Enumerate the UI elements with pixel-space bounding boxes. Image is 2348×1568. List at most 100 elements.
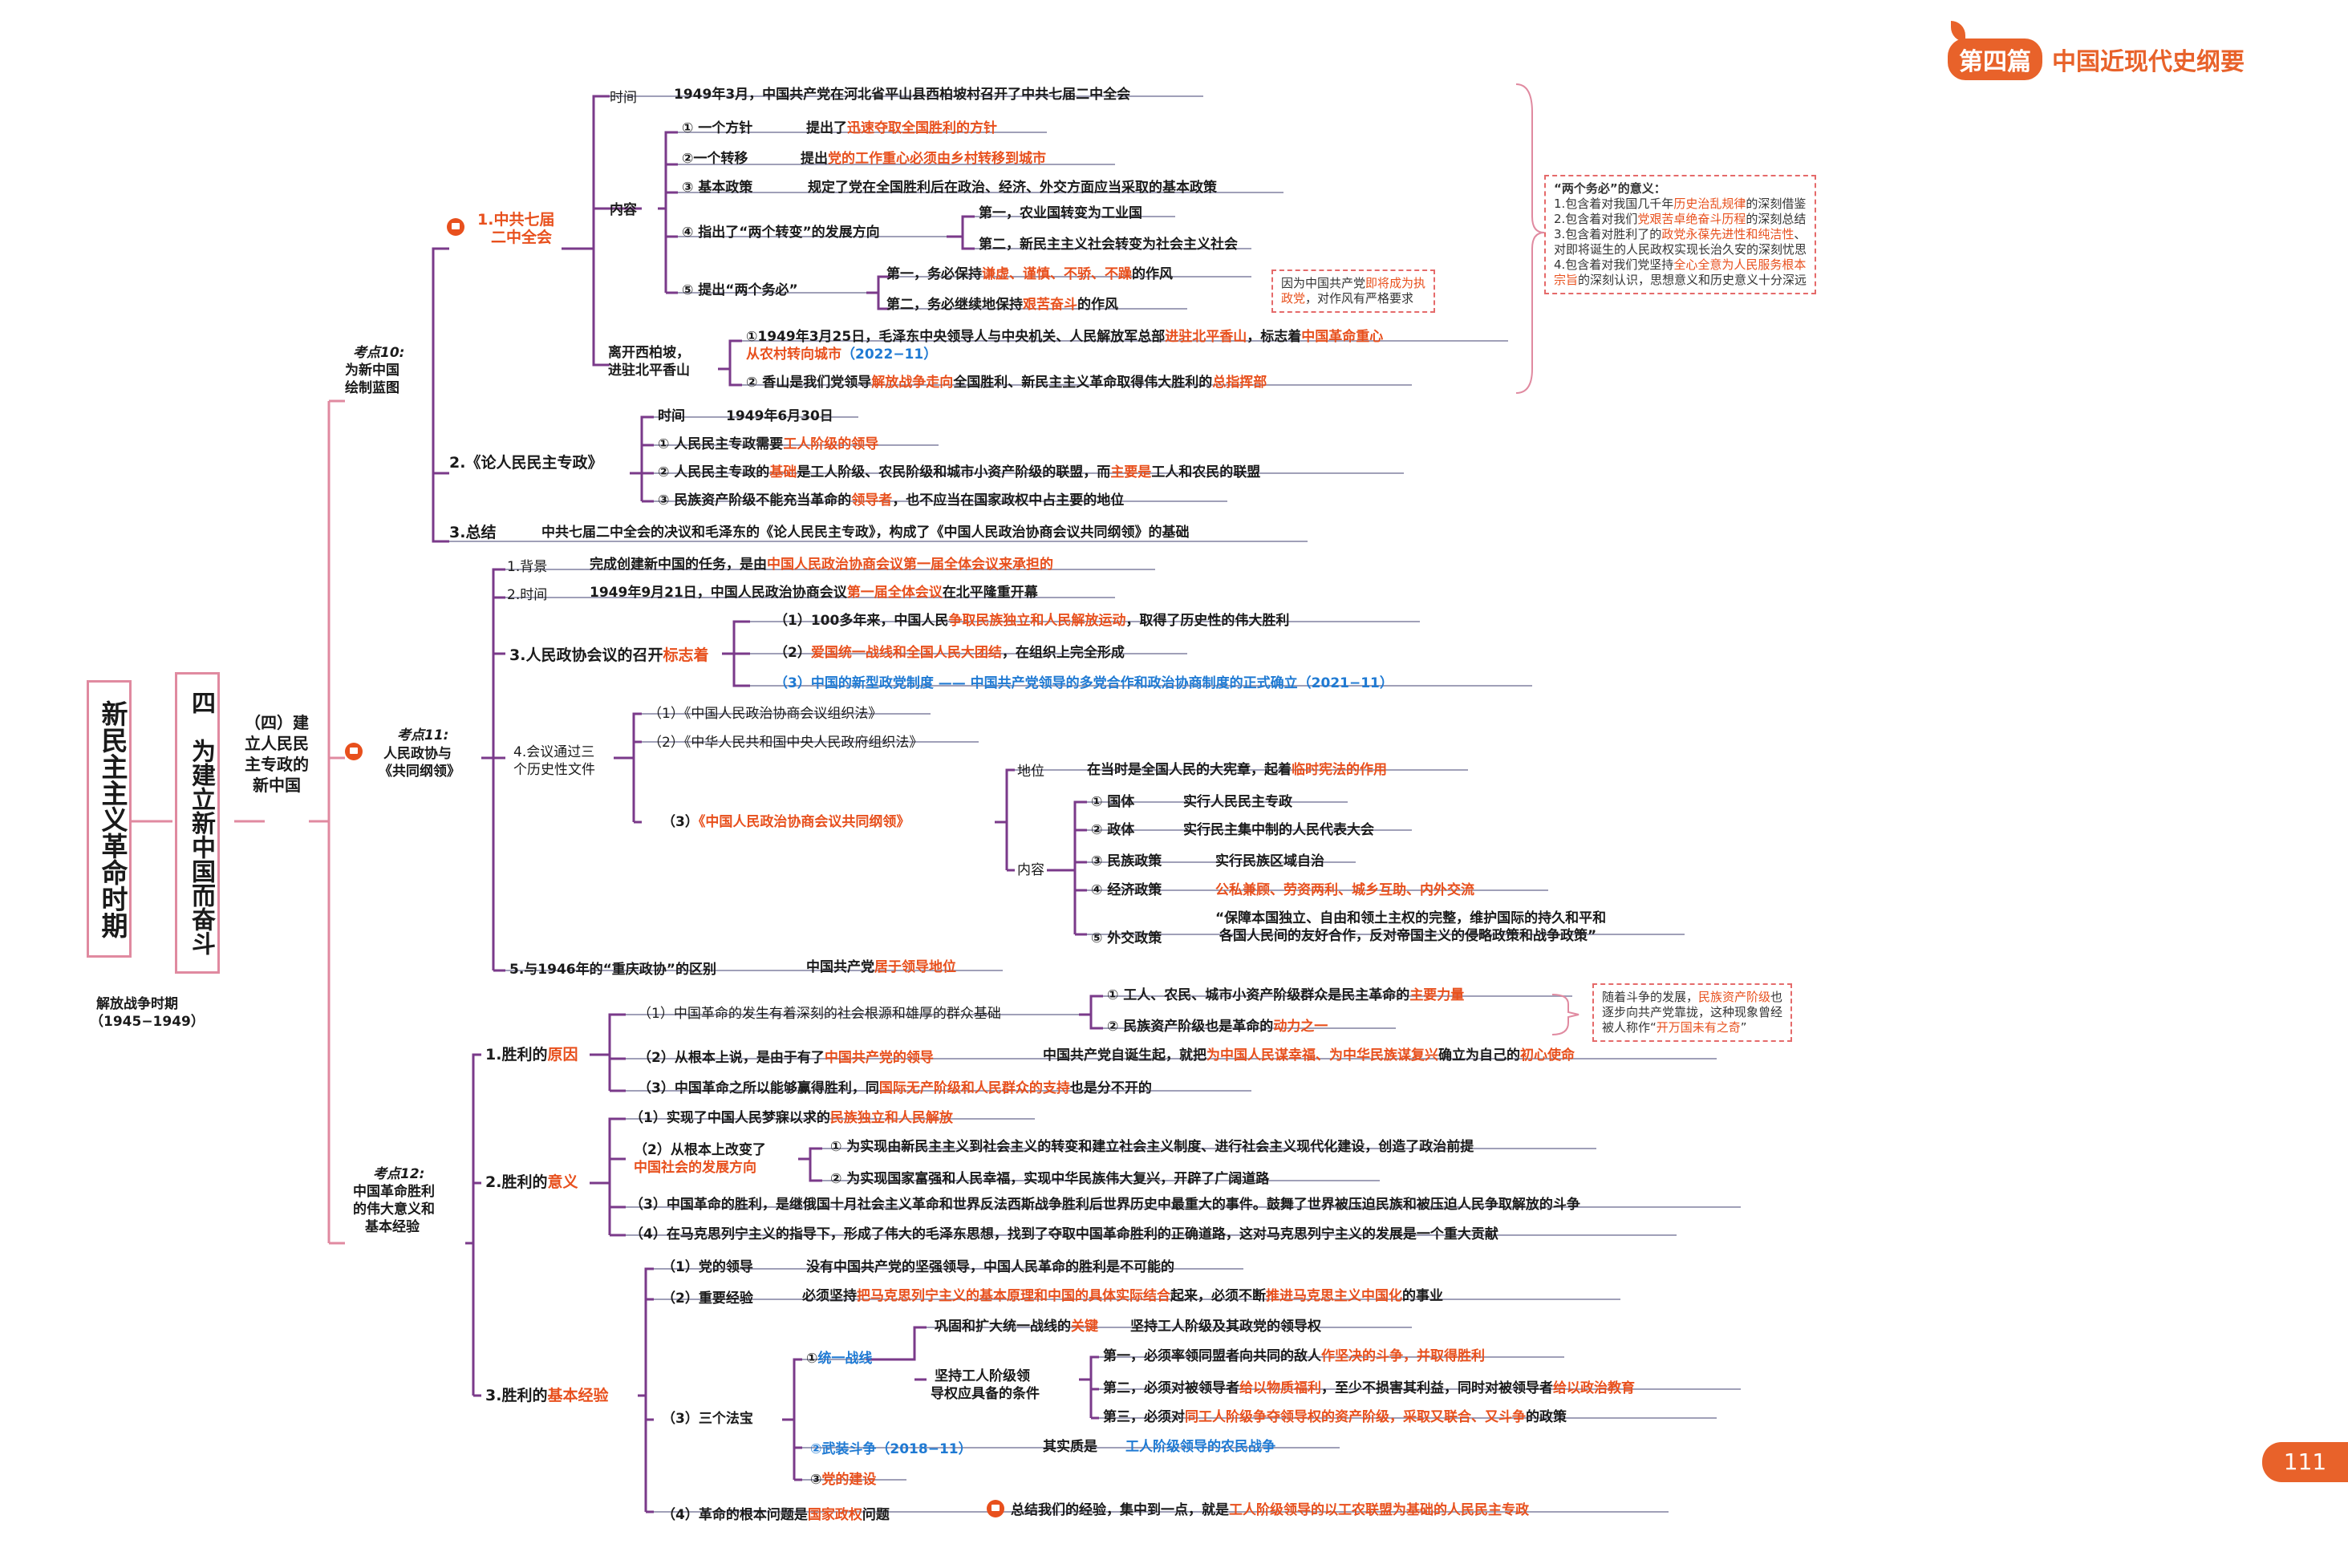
kd11-c2-text: 实行民主集中制的人民代表大会	[1183, 822, 1374, 838]
s1-content-label: 内容	[610, 202, 637, 218]
kd11-c1-label: ① 国体	[1091, 794, 1135, 810]
kd11-c3-text: 实行民族区域自治	[1215, 853, 1324, 869]
leave-label1: 离开西柏坡，	[608, 345, 690, 361]
kd11-s3-b: （2）爱国统一战线和全国人民大团结，在组织上完全形成	[774, 645, 1125, 661]
leave-1: ①1949年3月25日，毛泽东中央领导人与中央机关、人民解放军总部进驻北平香山，…	[746, 329, 1384, 345]
kd11-c3-label: ③ 民族政策	[1091, 853, 1162, 869]
book-title: 中国近现代史纲要	[2052, 48, 2245, 76]
kd11-title2: 《共同纲领》	[379, 764, 460, 780]
kd11-content-label: 内容	[1017, 862, 1044, 878]
section-title: （四）建立人民民主专政的新中国	[245, 713, 309, 795]
p3-text: 规定了党在全国胜利后在政治、经济、外交方面应当采取的基本政策	[808, 180, 1217, 196]
kd12-r-note: 随着斗争的发展，民族资产阶级也 逐步向共产党靠拢，这种现象曾经 被人称作“开万国…	[1592, 983, 1793, 1042]
s3-text: 中共七届二中全会的决议和毛泽东的《论人民民主专政》，构成了《中国人民政治协商会议…	[541, 525, 1190, 541]
kd10-s1-label2: 二中全会	[491, 229, 553, 246]
period-years-range: （1945−1949）	[90, 1014, 205, 1030]
leave-label2: 进驻北平香山	[608, 363, 690, 379]
kd12-r1b: ② 民族资产阶级也是革命的动力之一	[1107, 1019, 1328, 1035]
kd12-e2-label: （2）重要经验	[662, 1290, 753, 1307]
kd12-m4: （4）在马克思列宁主义的指导下，形成了伟大的毛泽东思想，找到了夺取中国革命胜利的…	[630, 1226, 1498, 1242]
kd12-e2-text: 必须坚持把马克思列宁主义的基本原理和中国的具体实际结合起来，必须不断推进马克思主…	[802, 1288, 1443, 1304]
kd12-m2b: ② 为实现国家富强和人民幸福，实现中华民族伟大复兴，开辟了广阔道路	[830, 1171, 1270, 1187]
kd11-s2-label: 2.时间	[507, 587, 548, 603]
kd12-e3a-cond1: 坚持工人阶级领	[935, 1368, 1030, 1384]
kd12-m1: （1）实现了中国人民梦寐以求的民族独立和人民解放	[630, 1110, 953, 1126]
kd12-m2a: ① 为实现由新民主主义到社会主义的转变和建立社会主义制度、进行社会主义现代化建设…	[830, 1139, 1474, 1155]
kd12-e3b-text: 其实质是工人阶级领导的农民战争	[1043, 1439, 1275, 1455]
kd11-s5-label: 5.与1946年的“重庆政协”的区别	[509, 962, 716, 978]
kd10-title1: 为新中国	[345, 363, 399, 379]
part-badge: 第四篇	[1948, 38, 2042, 80]
kd10-tag: 考点10:	[353, 345, 405, 361]
key-flag-icon	[345, 743, 363, 760]
kd12-e3-label: （3）三个法宝	[662, 1411, 753, 1427]
kd11-c2-label: ② 政体	[1091, 822, 1135, 838]
kd12-e-label: 3.胜利的基本经验	[485, 1387, 609, 1404]
kd12-e3a-label: ①统一战线	[806, 1351, 873, 1367]
kd12-r2-text: 中国共产党自诞生起，就把为中国人民谋幸福、为中华民族谋复兴确立为自己的初心使命	[1043, 1047, 1575, 1064]
p5-note: 因为中国共产党即将成为执 政党，对作风有严格要求	[1271, 269, 1436, 313]
kd12-title3: 基本经验	[365, 1219, 420, 1235]
kd10-s2-label: 2.《论人民民主专政》	[449, 454, 603, 472]
kd12-title1: 中国革命胜利	[353, 1184, 435, 1200]
kd11-s3-a: （1）100多年来，中国人民争取民族独立和人民解放运动，取得了历史性的伟大胜利	[774, 613, 1290, 629]
s2-a: ① 人民民主专政需要工人阶级的领导	[658, 436, 879, 452]
kd12-e3a-c2: 第二，必须对被领导者给以物质福利，至少不损害其利益，同时对被领导者给以政治教育	[1103, 1380, 1635, 1396]
s1-time-value: 1949年3月，中国共产党在河北省平山县西柏坡村召开了中共七届二中全会	[674, 87, 1131, 103]
kd12-e3b: ②武装斗争（2018−11）	[810, 1441, 972, 1457]
kd12-e4-summary: 总结我们的经验，集中到一点，就是工人阶级领导的以工农联盟为基础的人民民主专政	[1011, 1502, 1529, 1518]
kd11-c4-text: 公私兼顾、劳资两利、城乡互助、内外交流	[1215, 882, 1474, 898]
leave-1b: 从农村转向城市（2022−11）	[746, 346, 938, 363]
kd11-c1-text: 实行人民民主专政	[1183, 794, 1292, 810]
period-title: 新民主主义革命时期	[87, 680, 132, 958]
kd11-c5-l1: “保障本国独立、自由和领土主权的完整，维护国际的持久和平和	[1215, 910, 1607, 926]
kd10-s3-label: 3.总结	[449, 524, 497, 541]
s2-time-label: 时间	[658, 408, 685, 424]
key-flag-icon	[447, 218, 464, 236]
kd11-s4-a: （1）《中国人民政治协商会议组织法》	[648, 706, 882, 722]
s2-c: ③ 民族资产阶级不能充当革命的领导者，也不应当在国家政权中占主要的地位	[658, 492, 1125, 508]
kd12-m2-hl: 中国社会的发展方向	[634, 1160, 756, 1176]
p5-a: 第一，务必保持谦虚、谨慎、不骄、不躁的作风	[886, 266, 1173, 282]
kd11-s4-c: （3）《中国人民政治协商会议共同纲领》	[662, 814, 910, 830]
kd12-r3: （3）中国革命之所以能够赢得胜利，同国际无产阶级和人民群众的支持也是分不开的	[638, 1080, 1152, 1096]
leave-2: ② 香山是我们党领导解放战争走向全国胜利、新民主主义革命取得伟大胜利的总指挥部	[746, 375, 1267, 391]
kd11-pos-text: 在当时是全国人民的大宪章，起着临时宪法的作用	[1087, 762, 1387, 778]
s2-time-value: 1949年6月30日	[726, 408, 833, 424]
p4-a: 第一，农业国转变为工业国	[979, 205, 1142, 221]
kd12-r1a: ① 工人、农民、城市小资产阶级群众是民主革命的主要力量	[1107, 987, 1465, 1003]
kd10-s1-label1: 1.中共七届	[477, 211, 555, 229]
kd11-s3-c: （3）中国的新型政党制度 —— 中国共产党领导的多党合作和政治协商制度的正式确立…	[774, 675, 1393, 691]
kd11-s5-text: 中国共产党居于领导地位	[806, 959, 956, 975]
kd12-e4: （4）革命的根本问题是国家政权问题	[662, 1507, 890, 1523]
period-years: 解放战争时期	[96, 996, 178, 1012]
p2-label: ②一个转移	[682, 151, 748, 167]
kd11-s4-b: （2）《中华人民共和国中央人民政府组织法》	[648, 735, 923, 751]
kd12-title2: 的伟大意义和	[353, 1201, 435, 1218]
s1-time-label: 时间	[610, 90, 637, 106]
kd12-e3a-key: 巩固和扩大统一战线的关键坚持工人阶级及其政党的领导权	[935, 1319, 1321, 1335]
kd12-e3a-cond2: 导权应具备的条件	[931, 1386, 1040, 1402]
kd12-e1-label: （1）党的领导	[662, 1259, 753, 1275]
kd12-e1-text: 没有中国共产党的坚强领导，中国人民革命的胜利是不可能的	[806, 1259, 1174, 1275]
kd12-r-label: 1.胜利的原因	[485, 1046, 578, 1064]
kd11-c5-label: ⑤ 外交政策	[1091, 930, 1162, 946]
kd11-pos-label: 地位	[1017, 764, 1044, 780]
kd12-m-label: 2.胜利的意义	[485, 1173, 578, 1191]
p1-text: 提出了迅速夺取全国胜利的方针	[806, 120, 997, 136]
kd11-tag: 考点11:	[397, 727, 449, 743]
kd11-c5-l2: 各国人民间的友好合作，反对帝国主义的侵略政策和战争政策”	[1219, 928, 1597, 944]
p5-label: ⑤ 提出“两个务必”	[682, 282, 798, 298]
kd11-c4-label: ④ 经济政策	[1091, 882, 1162, 898]
kd11-s1-text: 完成创建新中国的任务，是由中国人民政治协商会议第一届全体会议来承担的	[590, 557, 1053, 573]
kd12-m3: （3）中国革命的胜利，是继俄国十月社会主义革命和世界反法西斯战争胜利后世界历史中…	[630, 1197, 1580, 1213]
kd11-s4-label2: 个历史性文件	[513, 762, 595, 778]
kd12-e3a-c3: 第三，必须对同工人阶级争夺领导权的资产阶级，采取又联合、又斗争的政策	[1103, 1409, 1567, 1425]
s2-b: ② 人民民主专政的基础是工人阶级、农民阶级和城市小资产阶级的联盟，而主要是工人和…	[658, 464, 1261, 480]
kd11-s3-label: 3.人民政协会议的召开标志着	[509, 646, 709, 664]
chapter-title: 四 为建立新中国而奋斗	[175, 672, 220, 974]
kd11-title1: 人民政协与	[383, 746, 452, 762]
two-musts-note: “两个务必”的意义： 1.包含着对我国几千年历史治乱规律的深刻借鉴 2.包含着对…	[1544, 175, 1817, 294]
